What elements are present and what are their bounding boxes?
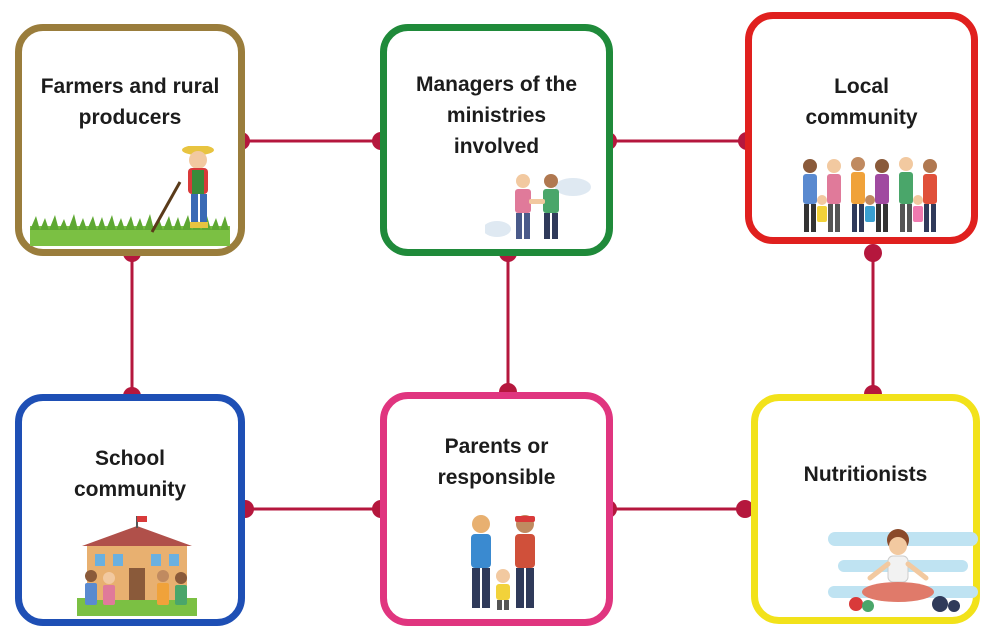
parents-label-line: responsible (437, 466, 556, 489)
managers-node: Managers of the ministries involved (380, 24, 613, 256)
managers-label: Managers of the ministries involved (395, 69, 598, 162)
school-label-line: School (94, 447, 165, 470)
managers-label-line: Managers of the (415, 73, 578, 96)
family-icon (471, 515, 535, 610)
local-label-line: Local (834, 75, 889, 98)
connector-dot (736, 500, 754, 518)
school-node: School community (15, 394, 245, 626)
handshake-icon (485, 174, 591, 239)
nutritionists-label-line: Nutritionists (803, 463, 928, 486)
managers-label-line: involved (453, 135, 540, 158)
community-group-icon (803, 157, 937, 232)
connector-dot (864, 244, 882, 262)
farmers-node: Farmers and rural producers (15, 24, 245, 256)
school-building-icon (77, 516, 197, 616)
parents-label: Parents or responsible (395, 431, 598, 493)
yoga-woman-icon (828, 529, 978, 612)
parents-node: Parents or responsible (380, 392, 613, 626)
farmer-icon (30, 146, 230, 246)
managers-label-line: ministries (446, 104, 547, 127)
nutritionists-node: Nutritionists (751, 394, 980, 624)
school-label: School community (30, 443, 230, 505)
school-label-line: community (73, 478, 186, 501)
farmers-label-line: Farmers and rural (40, 75, 220, 98)
local-label: Local community (760, 71, 963, 133)
farmers-label-line: producers (78, 106, 182, 129)
parents-label-line: Parents or (444, 435, 549, 458)
farmers-label: Farmers and rural producers (30, 71, 230, 133)
local-label-line: community (805, 106, 918, 129)
nutritionists-label: Nutritionists (766, 459, 965, 490)
local-node: Local community (745, 12, 978, 244)
